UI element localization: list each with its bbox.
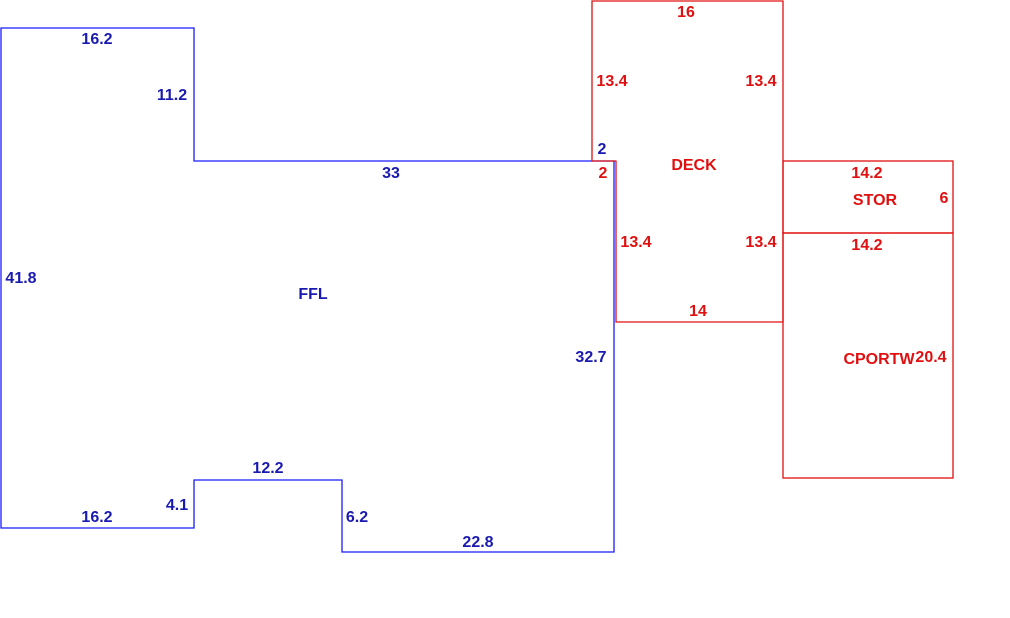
ffl-dim-bottom-notch-top: 12.2 — [252, 460, 283, 477]
stor-dim-right: 6 — [940, 190, 949, 207]
deck-dim-top: 16 — [677, 4, 695, 21]
ffl-outline — [0, 27, 615, 553]
deck-area-label: DECK — [671, 157, 717, 174]
stor-area-label: STOR — [853, 192, 898, 209]
deck-dim-bottom: 14 — [689, 303, 707, 320]
ffl-dim-right: 32.7 — [575, 349, 606, 366]
stor-dim-top: 14.2 — [851, 165, 882, 182]
stor-dim-bottom: 14.2 — [851, 237, 882, 254]
ffl-dim-step: 2 — [598, 141, 607, 158]
ffl-dim-bottom-left: 16.2 — [81, 509, 112, 526]
ffl-dim-bottom-right: 22.8 — [462, 534, 493, 551]
cportw-outline — [782, 232, 954, 479]
ffl-area-label: FFL — [298, 286, 328, 303]
cportw-area-label: CPORTW — [843, 351, 915, 368]
deck-dim-lower-left: 13.4 — [620, 234, 651, 251]
ffl-dim-notch-right: 11.2 — [157, 87, 187, 104]
deck-dim-upper-left: 13.4 — [596, 73, 627, 90]
deck-dim-step: 2 — [599, 165, 608, 182]
ffl-dim-left: 41.8 — [5, 270, 36, 287]
deck-dim-lower-right: 13.4 — [745, 234, 776, 251]
ffl-dim-top: 33 — [382, 165, 400, 182]
cportw-dim-right: 20.4 — [915, 349, 946, 366]
ffl-dim-notch-left: 4.1 — [166, 497, 188, 514]
deck-dim-upper-right: 13.4 — [745, 73, 776, 90]
ffl-dim-notch-side: 6.2 — [346, 509, 368, 526]
ffl-dim-top-left: 16.2 — [81, 31, 112, 48]
